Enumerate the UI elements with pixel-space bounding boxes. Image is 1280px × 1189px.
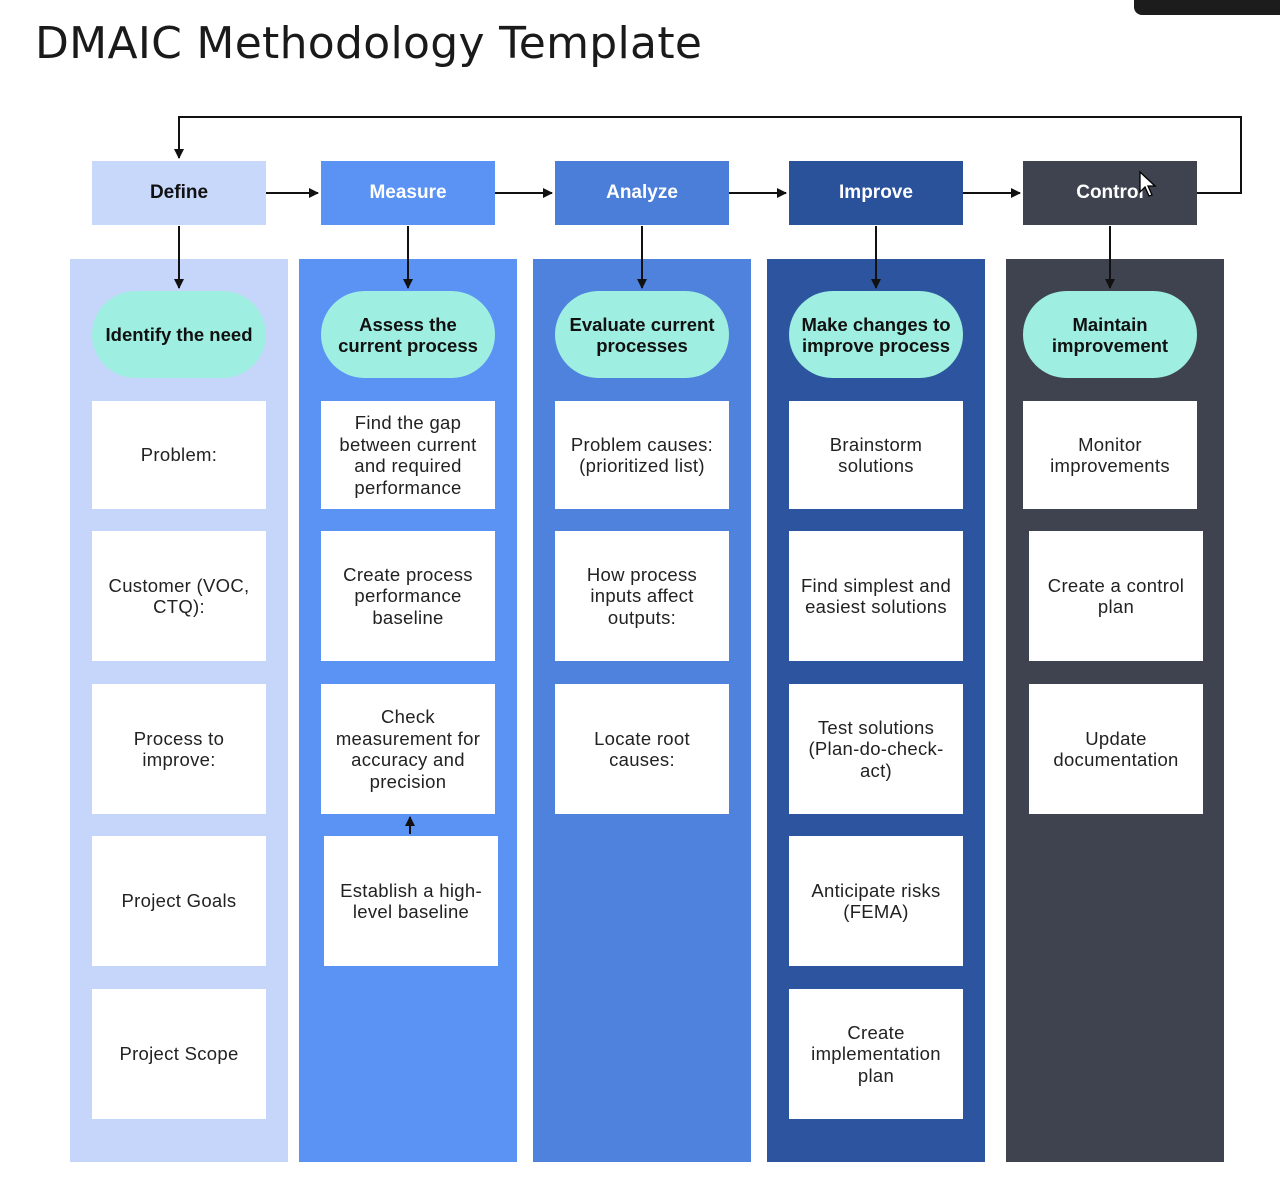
control-step-plan: Create a control plan xyxy=(1029,531,1203,661)
phase-measure: Measure xyxy=(321,161,495,225)
phase-control: Control xyxy=(1023,161,1197,225)
analyze-step-inputs: How process inputs affect outputs: xyxy=(555,531,729,661)
define-step-scope: Project Scope xyxy=(92,989,266,1119)
measure-step-high-level: Establish a high-level baseline xyxy=(324,836,498,966)
window-tab xyxy=(1134,0,1280,15)
improve-step-simplest: Find simplest and easiest solutions xyxy=(789,531,963,661)
control-step-docs: Update documentation xyxy=(1029,684,1203,814)
improve-step-test: Test solutions (Plan-do-check-act) xyxy=(789,684,963,814)
define-step-problem: Problem: xyxy=(92,401,266,509)
measure-step-check: Check measurement for accuracy and preci… xyxy=(321,684,495,814)
analyze-step-root: Locate root causes: xyxy=(555,684,729,814)
feedback-loop-arrow xyxy=(174,116,1242,194)
goal-improve: Make changes to improve process xyxy=(789,291,963,378)
improve-step-brainstorm: Brainstorm solutions xyxy=(789,401,963,509)
measure-step-baseline: Create process performance baseline xyxy=(321,531,495,661)
phase-define: Define xyxy=(92,161,266,225)
mouse-cursor-icon xyxy=(1139,170,1157,197)
goal-analyze: Evaluate current processes xyxy=(555,291,729,378)
analyze-step-causes: Problem causes: (prioritized list) xyxy=(555,401,729,509)
measure-step-gap: Find the gap between current and require… xyxy=(321,401,495,509)
define-step-process: Process to improve: xyxy=(92,684,266,814)
phase-analyze: Analyze xyxy=(555,161,729,225)
improve-step-risks: Anticipate risks (FEMA) xyxy=(789,836,963,966)
goal-measure: Assess the current process xyxy=(321,291,495,378)
goal-control: Maintain improvement xyxy=(1023,291,1197,378)
control-step-monitor: Monitor improvements xyxy=(1023,401,1197,509)
page-title: DMAIC Methodology Template xyxy=(35,18,703,69)
define-step-customer: Customer (VOC, CTQ): xyxy=(92,531,266,661)
improve-step-implementation: Create implementation plan xyxy=(789,989,963,1119)
goal-define: Identify the need xyxy=(92,291,266,378)
phase-improve: Improve xyxy=(789,161,963,225)
define-step-goals: Project Goals xyxy=(92,836,266,966)
